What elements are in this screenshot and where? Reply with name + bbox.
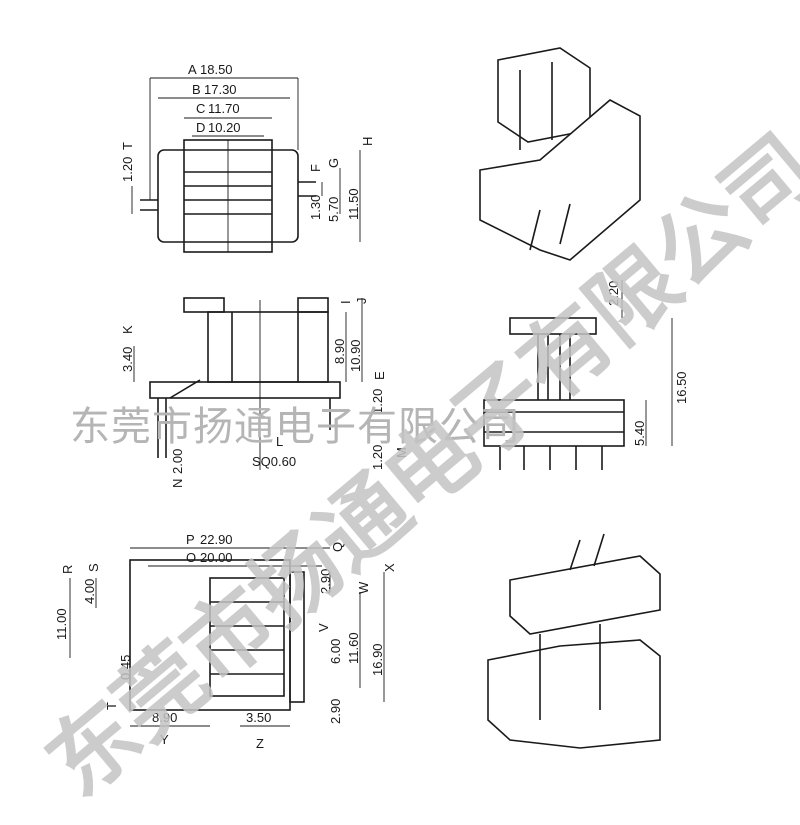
dim-g-value: 5.70 bbox=[326, 197, 341, 222]
dim-t-letter: T bbox=[120, 142, 135, 150]
dim-d-value: 10.20 bbox=[208, 120, 241, 135]
dim-i-value: 8.90 bbox=[332, 339, 347, 364]
dim-r-value: 11.00 bbox=[54, 608, 69, 640]
iso-bottom-pin bbox=[569, 539, 581, 571]
dim-g-letter: G bbox=[326, 158, 341, 168]
dim-k-value: 3.40 bbox=[120, 347, 135, 372]
dim-m-letter: M bbox=[394, 447, 409, 458]
iso-top-pin bbox=[529, 209, 541, 251]
front-view-latch bbox=[183, 297, 225, 313]
front-view: 8.90 I 10.90 J 3.40 K 1.20 E 2.00 N SQ0.… bbox=[120, 297, 409, 488]
dim-k-letter: K bbox=[120, 325, 135, 334]
side-view-top-flange bbox=[509, 317, 597, 335]
dim-f-letter: F bbox=[308, 164, 323, 172]
iso-top-base bbox=[479, 99, 641, 261]
dim-v-letter: V bbox=[316, 623, 331, 632]
dim-t-value: 1.20 bbox=[120, 157, 135, 182]
dim-q-value: 2.90 bbox=[318, 569, 333, 594]
dim-e-value: 1.20 bbox=[370, 389, 385, 414]
side-view: 2.20 16.50 5.40 bbox=[483, 280, 689, 470]
dim-x-value: 16.90 bbox=[370, 643, 385, 676]
dim-z-value: 3.50 bbox=[246, 710, 271, 725]
iso-top-pin bbox=[559, 203, 571, 245]
dim-v-value: 6.00 bbox=[328, 639, 343, 664]
dim-c-value: 11.70 bbox=[208, 101, 240, 116]
dim-o-letter: O bbox=[186, 550, 196, 565]
dim-l-value: SQ0.60 bbox=[252, 454, 296, 469]
dim-e-letter: E bbox=[372, 371, 387, 380]
iso-bottom-top-flange bbox=[509, 555, 661, 635]
dim-b-value: 17.30 bbox=[204, 82, 237, 97]
dim-y-value: 8.90 bbox=[152, 710, 177, 725]
iso-bottom-pin bbox=[593, 533, 605, 567]
dim-side-pin-value: 5.40 bbox=[632, 421, 647, 446]
dim-side-top-value: 2.20 bbox=[606, 281, 621, 306]
dim-z-letter: Z bbox=[256, 736, 264, 751]
dim-h-value: 11.50 bbox=[346, 188, 361, 220]
dim-j-value: 10.90 bbox=[348, 339, 363, 372]
dim-p-value: 22.90 bbox=[200, 532, 233, 547]
dim-i-letter: I bbox=[338, 300, 353, 304]
dim-c-letter: C bbox=[196, 101, 205, 116]
dim-p-letter: P bbox=[186, 532, 195, 547]
dim-f-value: 1.30 bbox=[308, 195, 323, 220]
dim-h-letter: H bbox=[360, 137, 375, 146]
watermark-horizontal: 东莞市扬通电子有限公司 bbox=[70, 405, 521, 449]
dim-n-letter: N bbox=[170, 479, 185, 488]
dim-w-letter: W bbox=[356, 581, 371, 594]
dim-m-value: 1.20 bbox=[370, 445, 385, 470]
isometric-top bbox=[479, 47, 641, 261]
dim-a-value: 18.50 bbox=[200, 62, 233, 77]
front-view-slant bbox=[169, 379, 201, 399]
bottom-view-core bbox=[209, 577, 285, 697]
watermark-diagonal: 东莞市扬通电子有限公司 bbox=[29, 116, 800, 814]
dim-l-letter: L bbox=[276, 434, 283, 449]
dim-n-value: 2.00 bbox=[170, 449, 185, 474]
dim-b-letter: B bbox=[192, 82, 201, 97]
dim-d-letter: D bbox=[196, 120, 205, 135]
dim-q-letter: Q bbox=[330, 542, 345, 552]
dim-t2-letter: T bbox=[104, 702, 119, 710]
dim-side-height-value: 16.50 bbox=[674, 371, 689, 404]
dim-w-value: 11.60 bbox=[346, 632, 361, 664]
top-view: A 18.50 B 17.30 C 11.70 D 10.20 1.20 T 1… bbox=[120, 62, 375, 253]
dim-s-value: 4.00 bbox=[82, 579, 97, 604]
dim-u-value: 2.90 bbox=[328, 699, 343, 724]
dim-t2-value: 0.45 bbox=[118, 655, 133, 680]
front-view-bobbin bbox=[207, 311, 329, 383]
dim-a-letter: A bbox=[188, 62, 197, 77]
isometric-bottom bbox=[487, 533, 661, 749]
front-view-base bbox=[149, 381, 341, 399]
dim-x-letter: X bbox=[382, 563, 397, 572]
dim-o-value: 20.00 bbox=[200, 550, 233, 565]
dim-r-letter: R bbox=[60, 565, 75, 574]
dim-j-letter: J bbox=[354, 298, 369, 305]
dim-s-letter: S bbox=[86, 563, 101, 572]
front-view-latch bbox=[297, 297, 329, 313]
iso-top-bobbin bbox=[497, 47, 591, 143]
bottom-view: P 22.90 O 20.00 11.00 R 4.00 S 2.90 Q 11… bbox=[54, 532, 397, 751]
iso-bottom-base bbox=[487, 639, 661, 749]
side-view-base bbox=[483, 399, 625, 447]
dim-y-letter: Y bbox=[160, 732, 169, 747]
bottom-view-pin-row bbox=[289, 571, 305, 703]
